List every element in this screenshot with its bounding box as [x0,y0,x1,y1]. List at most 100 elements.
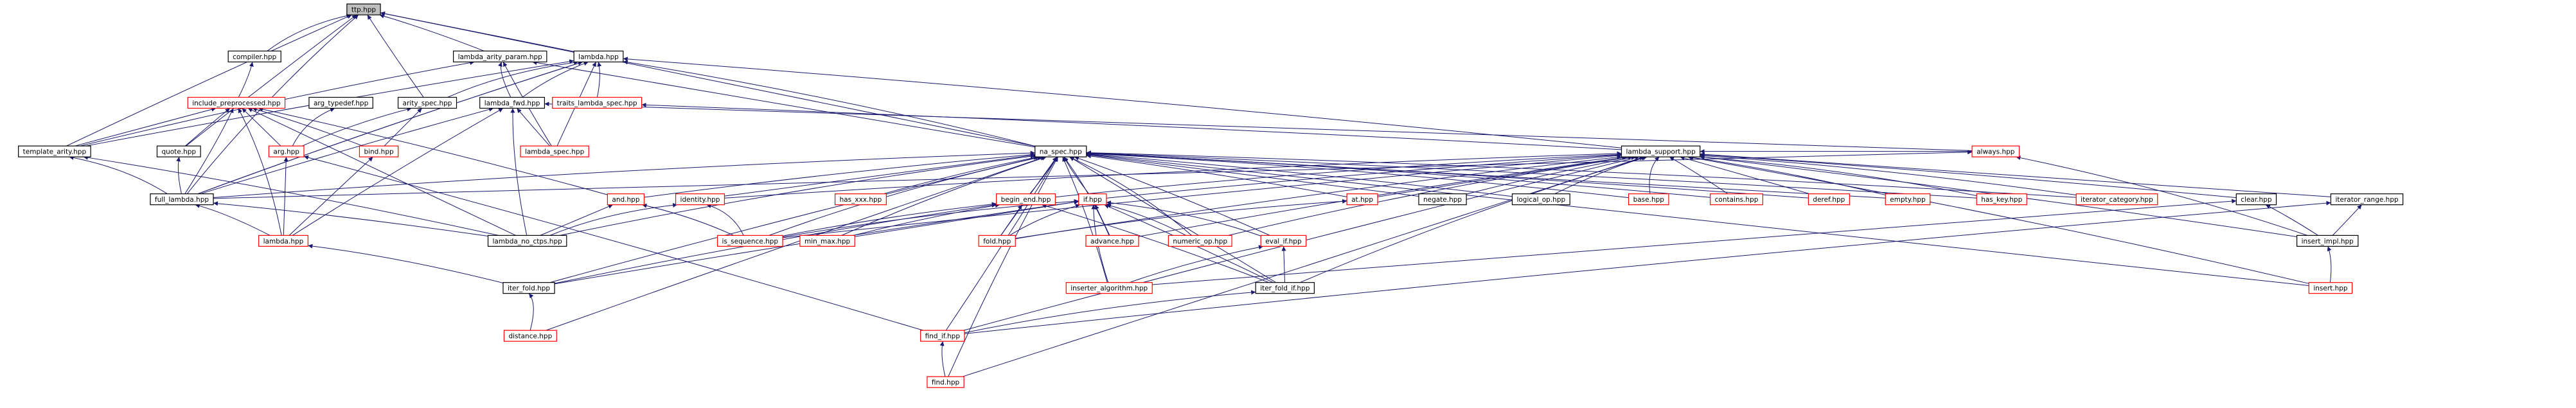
node-box[interactable] [1035,145,1087,157]
node-arity-spec[interactable]: arity_spec.hpp [397,96,457,109]
node-advance[interactable]: advance.hpp [1085,235,1139,247]
node-iter-fold[interactable]: iter_fold.hpp [502,282,555,294]
node-fold[interactable]: fold.hpp [978,235,1016,247]
node-box[interactable] [227,50,281,63]
node-lambda-mid[interactable]: lambda.hpp [258,235,308,247]
node-numeric-op[interactable]: numeric_op.hpp [1168,235,1232,247]
node-lambda-top[interactable]: lambda.hpp [573,50,624,63]
node-box[interactable] [2235,193,2277,206]
node-box[interactable] [268,145,305,157]
node-and[interactable]: and.hpp [607,193,645,206]
node-box[interactable] [1971,145,2020,157]
node-box[interactable] [607,193,645,206]
node-box[interactable] [150,193,214,206]
node-box[interactable] [1628,193,1669,206]
node-box[interactable] [2330,193,2404,206]
node-box[interactable] [1808,193,1850,206]
node-full-lambda[interactable]: full_lambda.hpp [150,193,214,206]
node-has-key[interactable]: has_key.hpp [1976,193,2027,206]
node-contains[interactable]: contains.hpp [1710,193,1764,206]
node-insert[interactable]: insert.hpp [2308,282,2353,294]
node-at[interactable]: at.hpp [1346,193,1378,206]
node-negate[interactable]: negate.hpp [1418,193,1467,206]
node-eval-if[interactable]: eval_if.hpp [1260,235,1307,247]
node-box[interactable] [675,193,725,206]
node-find[interactable]: find.hpp [927,376,964,388]
node-arg[interactable]: arg.hpp [268,145,305,157]
node-box[interactable] [187,96,286,109]
node-box[interactable] [479,96,546,109]
node-box[interactable] [359,145,399,157]
node-is-sequence[interactable]: is_sequence.hpp [716,235,783,247]
node-box[interactable] [503,330,557,342]
node-lambda-spec[interactable]: lambda_spec.hpp [520,145,589,157]
node-empty[interactable]: empty.hpp [1885,193,1931,206]
node-lambda-fwd[interactable]: lambda_fwd.hpp [479,96,546,109]
node-iter-fold-if[interactable]: iter_fold_if.hpp [1255,282,1315,294]
node-always[interactable]: always.hpp [1971,145,2020,157]
node-quote[interactable]: quote.hpp [156,145,201,157]
node-include-preprocessed[interactable]: include_preprocessed.hpp [187,96,286,109]
node-box[interactable] [927,376,964,388]
node-box[interactable] [2296,235,2359,247]
node-box[interactable] [1621,145,1701,157]
node-box[interactable] [1065,282,1153,294]
node-lambda-support[interactable]: lambda_support.hpp [1621,145,1701,157]
node-template-arity[interactable]: template_arity.hpp [18,145,91,157]
node-box[interactable] [156,145,201,157]
node-arg-typedef[interactable]: arg_typedef.hpp [308,96,373,109]
node-box[interactable] [452,50,547,63]
node-box[interactable] [716,235,783,247]
node-box[interactable] [552,96,643,109]
node-box[interactable] [1168,235,1232,247]
node-box[interactable] [573,50,624,63]
node-box[interactable] [258,235,308,247]
node-box[interactable] [1255,282,1315,294]
node-box[interactable] [1260,235,1307,247]
node-box[interactable] [1085,235,1139,247]
node-box[interactable] [502,282,555,294]
node-find-if[interactable]: find_if.hpp [920,330,965,342]
node-box[interactable] [308,96,373,109]
node-box[interactable] [397,96,457,109]
node-na-spec[interactable]: na_spec.hpp [1035,145,1087,157]
node-base[interactable]: base.hpp [1628,193,1669,206]
node-box[interactable] [346,3,381,15]
node-box[interactable] [996,193,1056,206]
node-lambda-no-ctps[interactable]: lambda_no_ctps.hpp [487,235,567,247]
node-iterator-range[interactable]: iterator_range.hpp [2330,193,2404,206]
node-has-xxx[interactable]: has_xxx.hpp [834,193,887,206]
node-traits-lambda-spec[interactable]: traits_lambda_spec.hpp [552,96,643,109]
node-compiler[interactable]: compiler.hpp [227,50,281,63]
node-box[interactable] [834,193,887,206]
node-box[interactable] [520,145,589,157]
node-box[interactable] [487,235,567,247]
node-min-max[interactable]: min_max.hpp [799,235,855,247]
node-box[interactable] [2075,193,2158,206]
node-box[interactable] [2308,282,2353,294]
node-clear[interactable]: clear.hpp [2235,193,2277,206]
node-box[interactable] [920,330,965,342]
node-box[interactable] [799,235,855,247]
node-iterator-category[interactable]: iterator_category.hpp [2075,193,2158,206]
node-box[interactable] [1885,193,1931,206]
node-begin-end[interactable]: begin_end.hpp [996,193,1056,206]
node-inserter-algorithm[interactable]: inserter_algorithm.hpp [1065,282,1153,294]
node-identity[interactable]: identity.hpp [675,193,725,206]
node-insert-impl[interactable]: insert_impl.hpp [2296,235,2359,247]
node-deref[interactable]: deref.hpp [1808,193,1850,206]
node-if[interactable]: if.hpp [1078,193,1107,206]
node-bind[interactable]: bind.hpp [359,145,399,157]
node-box[interactable] [1346,193,1378,206]
node-box[interactable] [1710,193,1764,206]
node-box[interactable] [1511,193,1570,206]
node-box[interactable] [1418,193,1467,206]
node-lambda-arity-param[interactable]: lambda_arity_param.hpp [452,50,547,63]
node-box[interactable] [1078,193,1107,206]
node-ttp[interactable]: ttp.hpp [346,3,381,15]
node-distance[interactable]: distance.hpp [503,330,557,342]
node-box[interactable] [18,145,91,157]
node-box[interactable] [1976,193,2027,206]
node-logical-op[interactable]: logical_op.hpp [1511,193,1570,206]
node-box[interactable] [978,235,1016,247]
